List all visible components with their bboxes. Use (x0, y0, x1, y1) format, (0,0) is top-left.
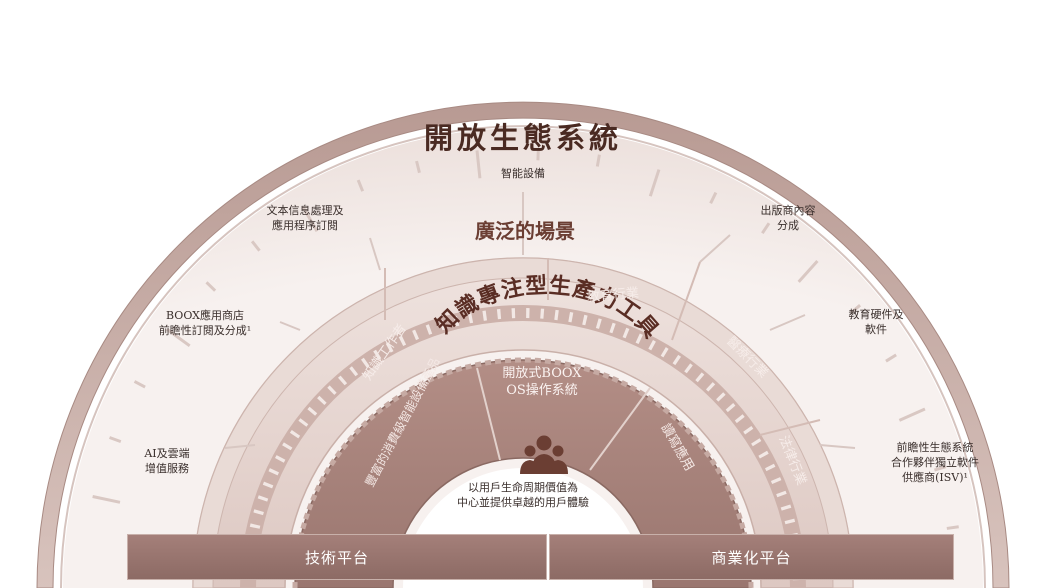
gear-tooth (725, 403, 736, 413)
label-smart-devices: 智能設備 (501, 167, 545, 180)
core-divider-2 (589, 387, 651, 471)
gear-tooth (784, 518, 796, 525)
tick-mark (166, 328, 191, 348)
outer-rim-ring (36, 101, 1010, 588)
core-ring-gear-edge (292, 357, 754, 588)
tick-mark (250, 240, 261, 252)
gear-tooth (554, 309, 559, 321)
gear-tooth (425, 324, 433, 335)
gear-tooth (582, 314, 588, 326)
tick-mark (109, 436, 122, 444)
gear-tooth (635, 333, 643, 344)
gear-tooth (660, 347, 669, 358)
scenario-ring-top-band (192, 257, 854, 588)
gear-tooth (385, 342, 394, 353)
tick-mark (934, 465, 947, 472)
gear-tooth (249, 523, 261, 529)
gear-tooth (262, 481, 274, 489)
gear-tooth (758, 450, 769, 459)
gear-tooth (526, 308, 530, 319)
gear-tooth (338, 375, 348, 386)
gear-tooth (672, 354, 681, 366)
core-divider-1 (476, 367, 501, 461)
gear-tooth (716, 392, 726, 402)
gear-tooth (648, 340, 656, 351)
tick-mark (205, 281, 217, 292)
gear-tooth (706, 382, 716, 392)
gear-tooth (439, 319, 446, 331)
gear-tooth (496, 308, 502, 320)
tick-mark (415, 160, 421, 174)
tick-mark (356, 179, 365, 192)
gear-tooth (776, 490, 787, 498)
connector-arrows (224, 192, 856, 449)
gear-tooth (695, 372, 705, 383)
gear-tooth (282, 442, 293, 451)
gear-tooth (298, 418, 309, 427)
gear-tooth (622, 327, 630, 339)
tick-mark (301, 206, 319, 232)
gear-tooth (568, 312, 574, 323)
scen-divider-3 (671, 261, 701, 341)
outer-rim-inner-line (60, 125, 986, 588)
gear-tooth (307, 406, 318, 416)
tick-mark (648, 169, 661, 197)
gear-teeth (243, 308, 803, 581)
gear-tooth (361, 357, 370, 368)
tick-mark (946, 525, 959, 530)
gear-tooth (398, 335, 407, 346)
tick-mark (898, 407, 926, 422)
gear-tooth (734, 414, 745, 424)
gear-tooth (511, 308, 516, 319)
label-boox-appstore: BOOX應用商店前瞻性訂閱及分成¹ (158, 309, 252, 337)
gear-tooth (595, 318, 602, 329)
tick-mark (595, 154, 601, 167)
gear-tooth (373, 349, 382, 360)
gear-tooth (482, 310, 487, 321)
core-boox-os: 開放式BOOX OS操作系統 (502, 366, 582, 398)
tick-mark (709, 191, 718, 204)
label-edu-hardware: 教育硬件及軟件 (848, 308, 904, 336)
users-group-icon (520, 435, 568, 474)
tick-mark (797, 260, 819, 283)
gear-tooth (253, 509, 264, 516)
gear-tooth (453, 315, 460, 327)
scenario-title: 廣泛的場景 (475, 219, 575, 243)
center-statement: 以用戶生命周期價值為中心並提供卓越的用戶體驗 (457, 481, 589, 509)
tick-mark (849, 304, 862, 315)
label-isv-partners: 前瞻性生態系統合作夥伴獨立軟件供應商(ISV)¹ (891, 441, 979, 484)
gear-tooth (317, 395, 327, 405)
gear-tooth (257, 495, 269, 502)
gear-tooth (609, 322, 616, 334)
page-title: 開放生態系統 (423, 121, 622, 155)
gear-tooth (289, 430, 301, 439)
gear-tooth (412, 329, 419, 341)
scen-divider-4 (759, 419, 821, 436)
tick-mark (92, 495, 121, 504)
gear-tooth (268, 468, 279, 476)
tick-mark (475, 150, 482, 179)
label-ai-cloud: AI及雲端增值服務 (144, 447, 190, 475)
gear-tooth (765, 463, 776, 472)
gear-tooth (349, 366, 359, 377)
gear-tooth (751, 438, 762, 447)
gear-tooth (684, 363, 693, 374)
label-text-processing: 文本信息處理及應用程序訂閱 (266, 204, 344, 232)
outer-ticks (92, 148, 959, 530)
gear-tooth (743, 426, 754, 435)
tick-mark (761, 222, 771, 235)
gear-tooth (780, 504, 792, 511)
tech-platform-bar: 技術平台 (127, 534, 547, 580)
tick-mark (133, 380, 146, 389)
gear-tooth (467, 312, 474, 324)
commercial-platform-bar: 商業化平台 (549, 534, 954, 580)
gear-tooth (327, 385, 337, 395)
gear-tooth (540, 308, 545, 319)
gear-tooth (770, 477, 782, 484)
gear-tooth (275, 455, 286, 463)
label-publisher-revenue: 出版商內容分成 (760, 204, 816, 232)
tick-mark (885, 353, 897, 363)
